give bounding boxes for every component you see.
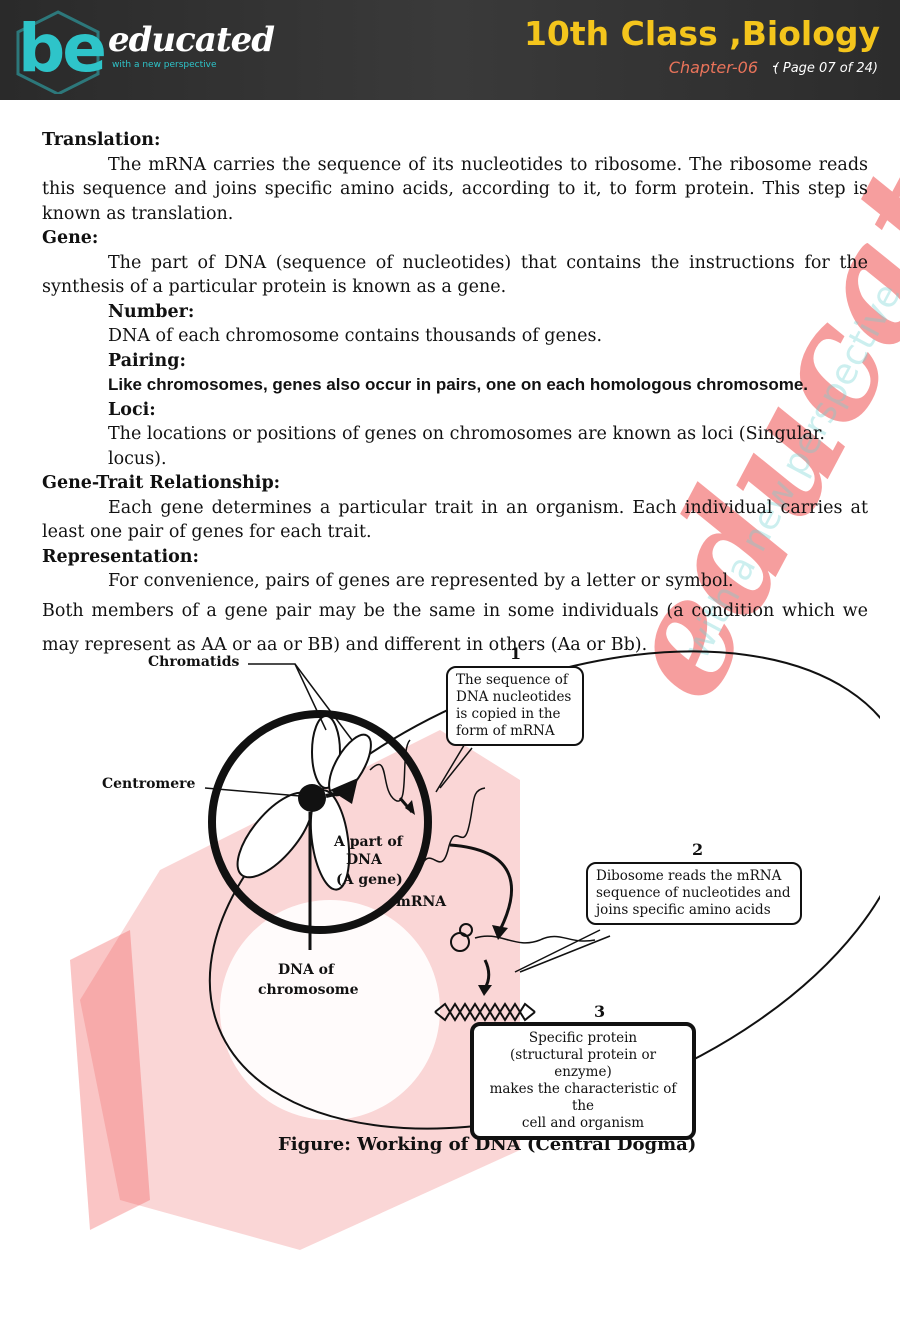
chapter-label: Chapter-06 [668,58,758,77]
logo-educated-text: educated [108,20,275,60]
part-of-dna-label-2: DNA [346,852,382,868]
step-1-line-4: form of mRNA [456,723,555,739]
step-1-number: 1 [510,644,522,663]
step-1-box: The sequence of DNA nucleotides is copie… [446,666,584,746]
page-indicator: ( Page 07 of 24) [773,61,878,76]
page-header: be educated with a new perspective 10th … [0,0,900,100]
nucleus-circle [208,710,432,934]
centromere-label: Centromere [102,776,196,792]
step-2-line-3: joins specific amino acids [596,902,771,918]
step-1-line-1: The sequence of [456,672,568,688]
step-3-line-1: Specific protein [528,1030,638,1046]
centromere-dot [298,784,326,812]
part-of-dna-label-1: A part of [334,834,403,850]
representation-text-1: For convenience, pairs of genes are repr… [108,571,734,591]
figure-caption: Figure: Working of DNA (Central Dogma) [278,1134,697,1155]
cell-drawing [204,650,880,1130]
step-3-line-3: makes the characteristic of the [489,1081,677,1114]
gene-trait-text: Each gene determines a particular trait … [42,497,868,543]
hexagon-logo-icon [16,10,100,94]
loci-heading: Loci: [108,399,156,420]
mrna-label: mRNA [396,894,447,910]
dna-of-chromosome-label-1: DNA of [278,962,335,978]
step-2-box: Dibosome reads the mRNA sequence of nucl… [586,862,802,925]
representation-heading: Representation: [42,546,199,567]
pairing-text: Like chromosomes, genes also occur in pa… [108,375,808,394]
chromatids-label: Chromatids [148,654,240,670]
step-2-line-1: Dibosome reads the mRNA [596,868,782,884]
step-1-line-2: DNA nucleotides [456,689,572,705]
central-dogma-diagram: Chromatids Centromere A part of DNA (A g… [90,640,880,1170]
page-body: Translation: The mRNA carries the sequen… [42,128,868,662]
logo-be-text: be [18,10,107,87]
logo-tagline: with a new perspective [112,60,217,70]
translation-text: The mRNA carries the sequence of its nuc… [42,154,868,224]
step-2-number: 2 [692,840,704,859]
number-text: DNA of each chromosome contains thousand… [108,326,603,346]
gene-text: The part of DNA (sequence of nucleotides… [42,252,868,298]
step-1-line-3: is copied in the [456,706,561,722]
number-heading: Number: [108,301,195,322]
step-3-box: Specific protein (structural protein or … [470,1022,696,1140]
step-2-line-2: sequence of nucleotides and [596,885,791,901]
be-educated-logo: be educated with a new perspective [10,8,275,94]
step-3-line-4: cell and organism [521,1115,645,1131]
part-of-dna-label-3: (A gene) [336,872,403,888]
translation-heading: Translation: [42,130,161,150]
protein-chain [434,1002,536,1022]
class-subject-title: 10th Class ,Biology [523,14,880,53]
loci-text: The locations or positions of genes on c… [108,424,825,469]
step-3-number: 3 [594,1002,606,1021]
step-3-line-2: (structural protein or enzyme) [509,1047,657,1080]
dna-of-chromosome-label-2: chromosome [258,982,359,998]
gene-heading: Gene: [42,228,99,248]
header-dash: - [772,56,778,75]
representation-text-2: Both members of a gene pair may be the s… [42,600,868,655]
pairing-heading: Pairing: [108,350,186,371]
gene-trait-heading: Gene-Trait Relationship: [42,473,281,493]
